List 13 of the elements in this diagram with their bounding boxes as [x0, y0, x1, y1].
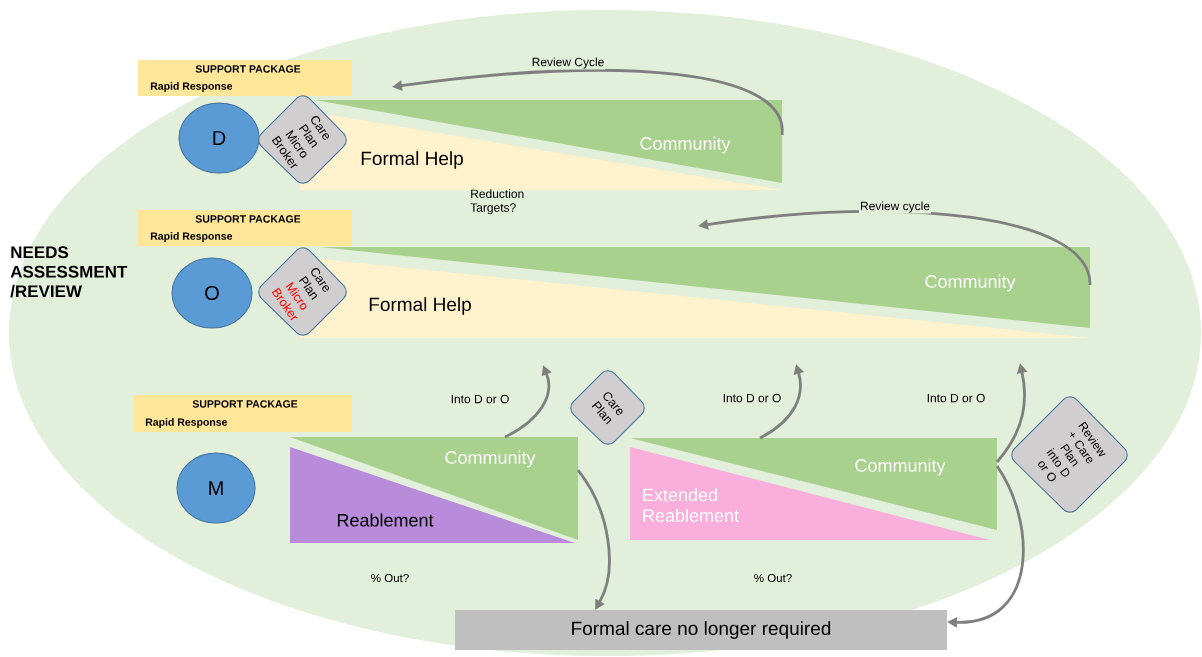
- note-label: Reduction Targets?: [470, 189, 524, 215]
- edge-label: Review cycle: [859, 200, 931, 214]
- support-package-box: SUPPORT PACKAGE Rapid Response: [138, 210, 352, 246]
- support-package-box: SUPPORT PACKAGE Rapid Response: [138, 60, 352, 96]
- support-package-box: SUPPORT PACKAGE Rapid Response: [133, 395, 352, 432]
- edge-label: Review Cycle: [530, 56, 606, 70]
- note-label: % Out?: [754, 573, 792, 583]
- note-label: % Out?: [371, 573, 409, 583]
- edge-label: Into D or O: [721, 392, 783, 404]
- edge-label: Into D or O: [925, 392, 987, 404]
- heading-label: NEEDS ASSESSMENT /REVIEW: [10, 246, 128, 298]
- outcome-bar: Formal care no longer required: [455, 610, 947, 650]
- edge-label: Into D or O: [449, 393, 511, 405]
